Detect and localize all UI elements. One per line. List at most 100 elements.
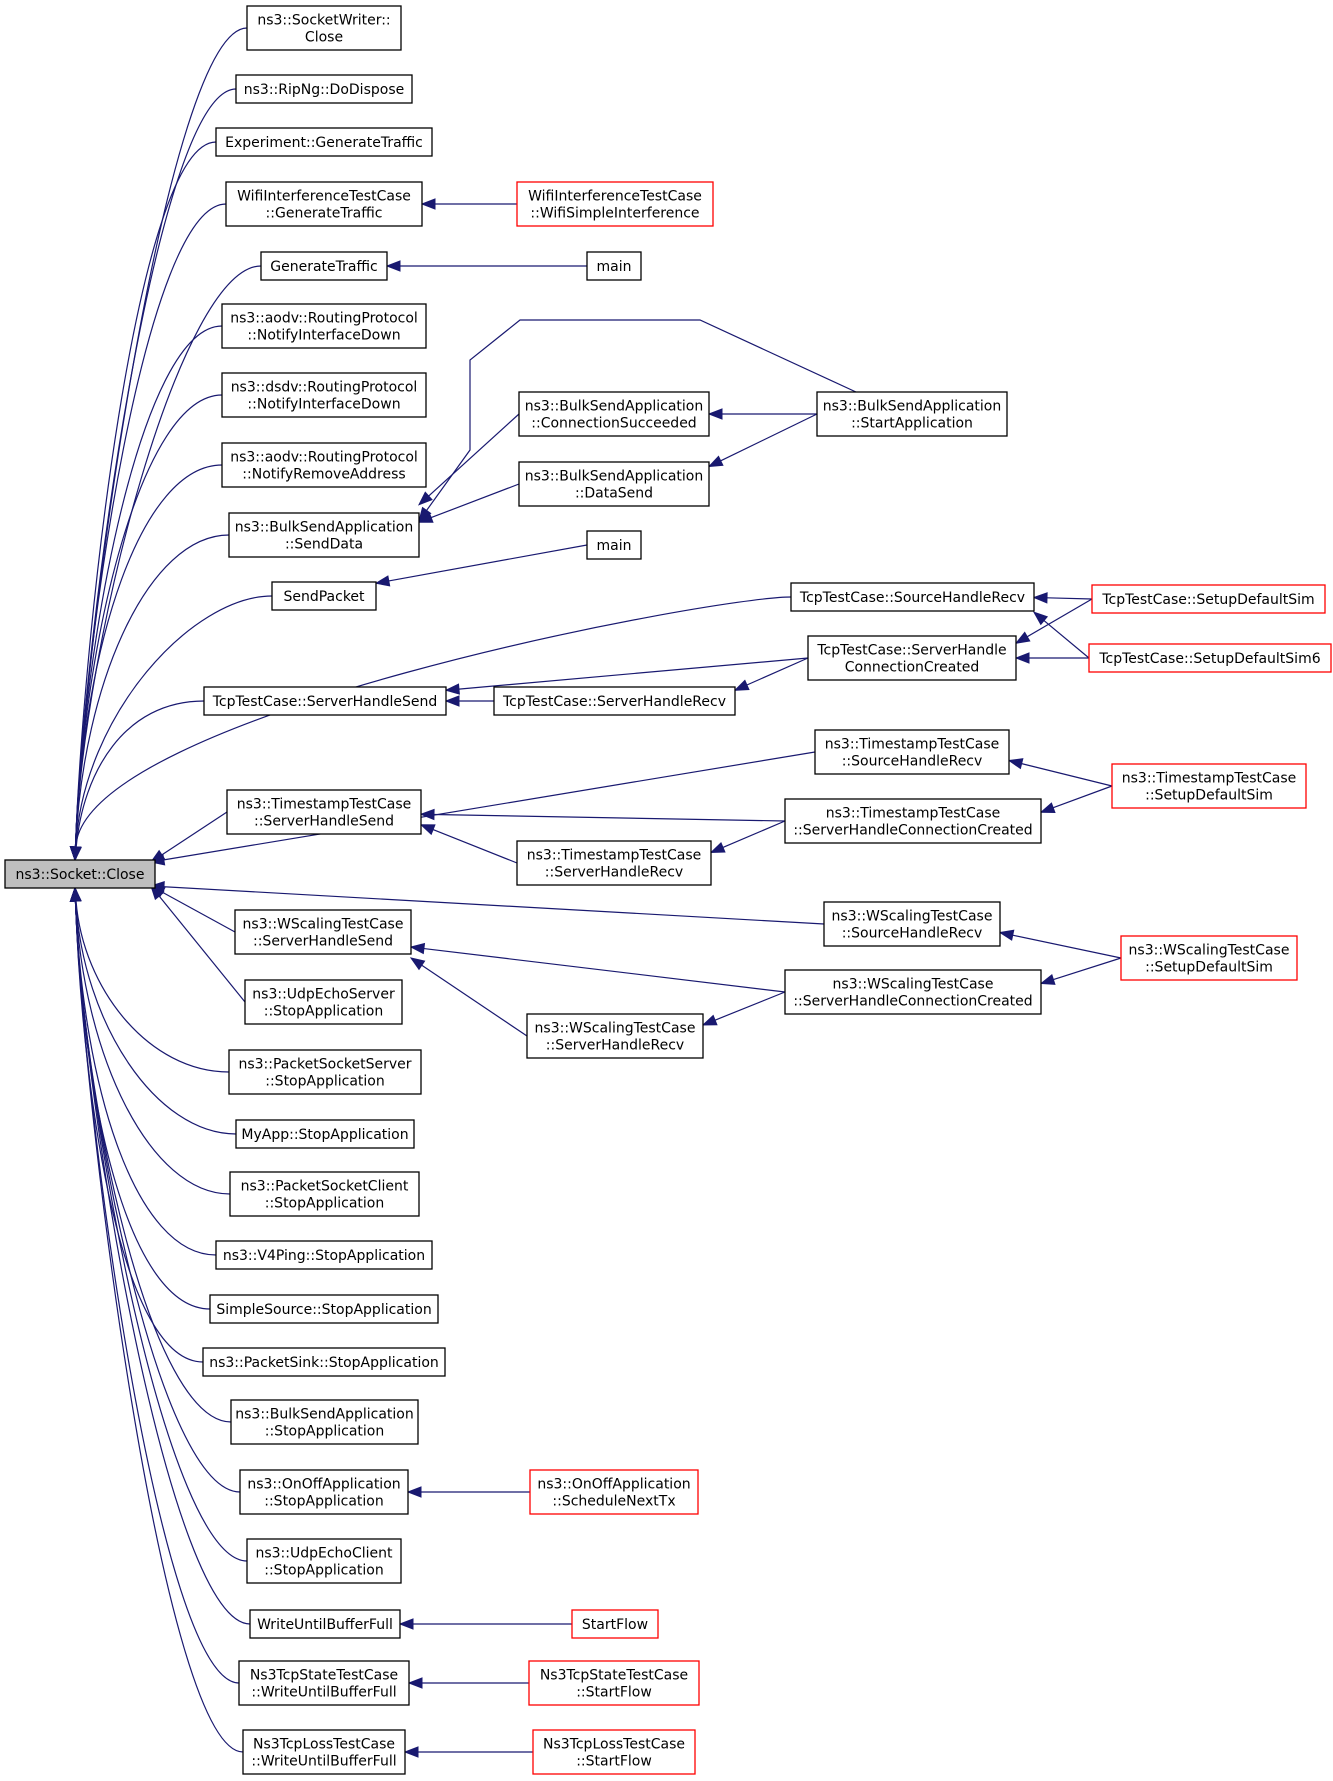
node-label: ns3::WScalingTestCase [535,1021,696,1037]
graph-node-n7[interactable]: main [586,251,642,281]
graph-edge [733,657,809,691]
graph-node-n30[interactable]: ns3::WScalingTestCase::ServerHandleSend [234,909,412,955]
node-label: ::SourceHandleRecv [842,926,983,942]
graph-edge [419,824,518,864]
graph-node-n15[interactable]: SendPacket [271,581,377,611]
edge-arrowhead [733,679,750,691]
node-box [493,686,736,716]
graph-node-n45[interactable]: StartFlow [571,1609,659,1639]
graph-edge [418,319,857,523]
graph-edge [417,413,520,506]
graph-node-n23[interactable]: ns3::TimestampTestCase::SourceHandleRecv [814,729,1010,775]
graph-node-n13[interactable]: ns3::BulkSendApplication::DataSend [518,461,710,507]
graph-node-n10[interactable]: ns3::aodv::RoutingProtocol::NotifyRemove… [221,442,427,488]
graph-node-n42[interactable]: ns3::OnOffApplication::ScheduleNextTx [529,1469,699,1515]
node-label: ns3::dsdv::RoutingProtocol [231,380,418,396]
graph-node-n32[interactable]: ns3::WScalingTestCase::ServerHandleRecv [526,1013,704,1059]
graph-node-n5[interactable]: WifiInterferenceTestCase::WifiSimpleInte… [516,181,714,227]
node-label: ns3::PacketSocketServer [238,1057,411,1073]
graph-node-n48[interactable]: Ns3TcpLossTestCase::WriteUntilBufferFull [242,1729,406,1775]
graph-node-n4[interactable]: WifiInterferenceTestCase::GenerateTraffi… [225,181,423,227]
graph-node-n19[interactable]: TcpTestCase::ServerHandleConnectionCreat… [807,635,1017,681]
edge-line [1046,597,1093,600]
graph-node-n24[interactable]: ns3::TimestampTestCase::SetupDefaultSim [1111,763,1307,809]
node-label: ns3::OnOffApplication [247,1477,400,1493]
graph-edge [407,1677,529,1689]
graph-node-n29[interactable]: ns3::WScalingTestCase::SetupDefaultSim [1120,935,1298,981]
graph-edge [374,544,588,587]
graph-node-n2[interactable]: ns3::RipNg::DoDispose [235,74,413,104]
graph-node-n6[interactable]: GenerateTraffic [260,251,388,281]
node-label: ::GenerateTraffic [266,206,383,222]
graph-node-n8[interactable]: ns3::aodv::RoutingProtocol::NotifyInterf… [221,303,427,349]
graph-node-n11[interactable]: ns3::BulkSendApplication::SendData [228,512,420,558]
edge-line [74,900,217,1256]
node-label: ::ServerHandleRecv [546,1038,684,1054]
node-label: TcpTestCase::ServerHandleRecv [502,694,726,710]
node-box [271,581,377,611]
node-label: ns3::UdpEchoServer [252,987,395,1003]
graph-edge [701,991,786,1026]
graph-node-n28[interactable]: ns3::WScalingTestCase::SourceHandleRecv [823,901,1001,947]
graph-node-n18[interactable]: TcpTestCase::SetupDefaultSim [1091,584,1326,614]
graph-node-n0[interactable]: ns3::Socket::Close [4,859,156,889]
graph-edge [1032,592,1093,604]
graph-node-n3[interactable]: Experiment::GenerateTraffic [215,127,433,157]
graph-node-n38[interactable]: SimpleSource::StopApplication [209,1294,439,1324]
graph-node-n1[interactable]: ns3::SocketWriter::Close [246,5,402,51]
graph-edge [69,141,217,862]
node-box [823,901,1001,947]
edge-arrowhead [398,1618,414,1630]
graph-node-n44[interactable]: WriteUntilBufferFull [249,1609,401,1639]
graph-node-n33[interactable]: ns3::UdpEchoServer::StopApplication [244,979,403,1025]
node-label: ns3::WScalingTestCase [832,909,993,925]
graph-node-n40[interactable]: ns3::BulkSendApplication::StopApplicatio… [230,1399,419,1445]
node-label: ::StopApplication [264,1494,384,1510]
graph-node-n17[interactable]: TcpTestCase::SourceHandleRecv [790,582,1035,612]
graph-node-n25[interactable]: ns3::TimestampTestCase::ServerHandleSend [226,789,422,835]
edge-line [430,483,520,519]
node-label: ::WriteUntilBufferFull [251,1754,396,1770]
node-box [528,1660,700,1706]
graph-node-n49[interactable]: Ns3TcpLossTestCase::StartFlow [532,1729,696,1775]
graph-node-n26[interactable]: ns3::TimestampTestCase::ServerHandleConn… [784,798,1042,844]
graph-node-n22[interactable]: TcpTestCase::ServerHandleRecv [493,686,736,716]
edge-line [421,964,528,1037]
graph-node-n31[interactable]: ns3::WScalingTestCase::ServerHandleConne… [784,969,1042,1015]
node-label: ns3::TimestampTestCase [237,797,412,813]
graph-node-n14[interactable]: ns3::BulkSendApplication::StartApplicati… [816,391,1008,437]
node-label: ns3::WScalingTestCase [243,917,404,933]
graph-node-n21[interactable]: TcpTestCase::ServerHandleSend [203,686,447,716]
graph-node-n39[interactable]: ns3::PacketSink::StopApplication [202,1347,446,1377]
edge-arrowhead [409,957,426,971]
node-label: ::ConnectionSucceeded [531,416,696,432]
node-box [244,979,403,1025]
edge-arrowhead [707,408,723,420]
graph-node-n27[interactable]: ns3::TimestampTestCase::ServerHandleRecv [516,840,712,886]
edge-arrowhead [403,1746,419,1758]
edge-line [1043,620,1090,659]
edge-line [74,464,223,848]
graph-node-n47[interactable]: Ns3TcpStateTestCase::StartFlow [528,1660,700,1706]
node-label: TcpTestCase::SetupDefaultSim [1101,592,1314,608]
graph-node-n37[interactable]: ns3::V4Ping::StopApplication [215,1240,433,1270]
graph-node-n36[interactable]: ns3::PacketSocketClient::StopApplication [229,1171,420,1217]
graph-node-n43[interactable]: ns3::UdpEchoClient::StopApplication [246,1538,402,1584]
graph-node-n20[interactable]: TcpTestCase::SetupDefaultSim6 [1088,643,1332,673]
graph-node-n46[interactable]: Ns3TcpStateTestCase::WriteUntilBufferFul… [238,1660,410,1706]
graph-node-n12[interactable]: ns3::BulkSendApplication::ConnectionSucc… [518,391,710,437]
node-label: main [597,538,632,554]
graph-edge [69,886,232,1423]
graph-node-n34[interactable]: ns3::PacketSocketServer::StopApplication [228,1049,422,1095]
graph-edge [69,886,241,1493]
graph-edge [409,957,528,1037]
graph-edge [69,464,223,862]
graph-node-n35[interactable]: MyApp::StopApplication [235,1119,415,1149]
node-box [228,1049,422,1095]
edge-arrowhead [419,824,436,836]
graph-node-n9[interactable]: ns3::dsdv::RoutingProtocol::NotifyInterf… [221,372,427,418]
graph-node-n41[interactable]: ns3::OnOffApplication::StopApplication [239,1469,409,1515]
node-box [226,789,422,835]
nodes-layer: ns3::Socket::Close ns3::SocketWriter::Clo… [4,5,1332,1775]
graph-node-n16[interactable]: main [586,530,642,560]
